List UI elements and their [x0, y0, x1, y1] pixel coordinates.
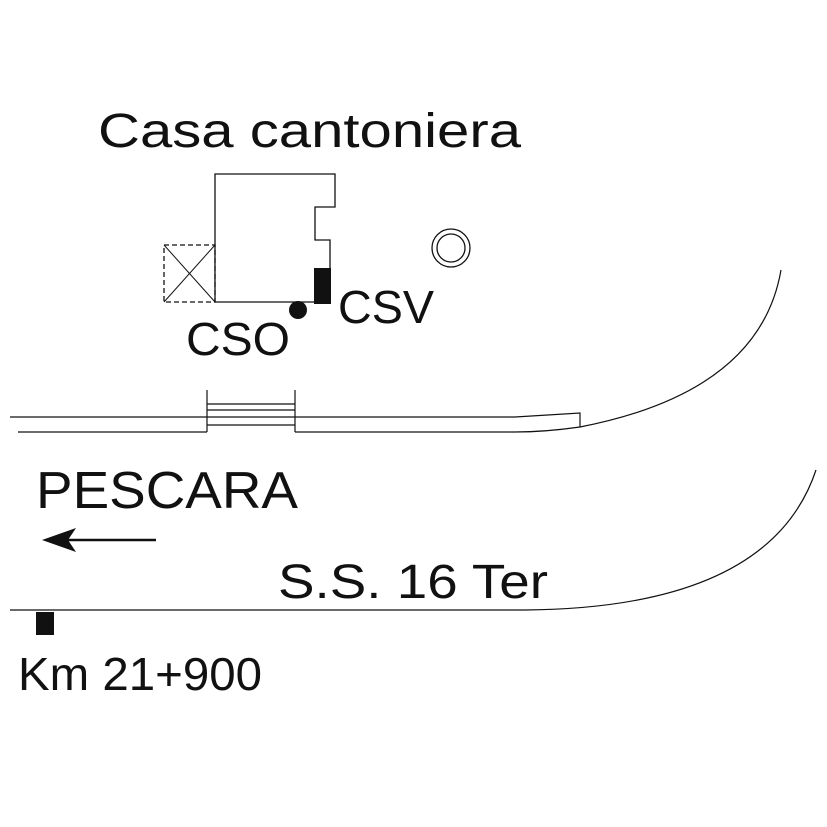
- sidewalk-edge: [10, 269, 782, 433]
- road-name-label: S.S. 16 Ter: [278, 556, 548, 609]
- csv-marker: [314, 268, 331, 304]
- road-lower-edge: [10, 469, 817, 611]
- direction-arrow-icon: [42, 528, 156, 552]
- milestone-label: Km 21+900: [18, 648, 262, 700]
- building-title: Casa cantoniera: [98, 105, 521, 158]
- cso-marker: [289, 301, 307, 319]
- direction-label: PESCARA: [36, 462, 298, 520]
- building-outline: [214, 173, 336, 303]
- entrance-steps: [207, 403, 295, 426]
- cso-label: CSO: [186, 313, 290, 365]
- well-symbol: [431, 228, 471, 268]
- annex-box: [163, 244, 216, 303]
- milestone-marker: [36, 612, 54, 635]
- csv-label: CSV: [338, 281, 434, 333]
